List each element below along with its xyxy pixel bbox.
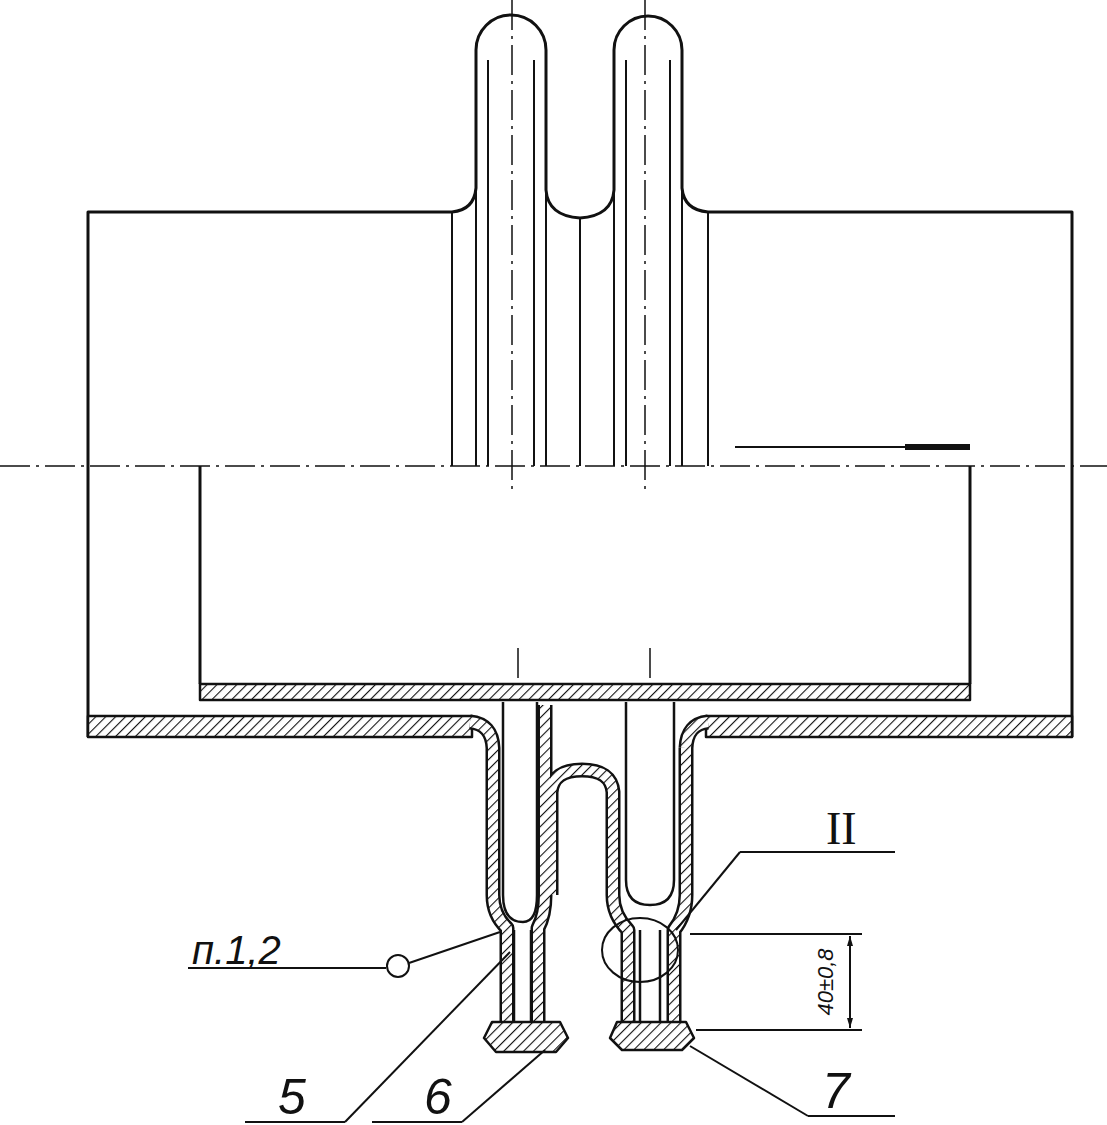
note-reference: п.1,2 [192,930,281,970]
callout-number: 6 [424,1072,452,1122]
callout-number: 5 [278,1072,306,1122]
dimension-text: 40±0,8 [815,948,837,1015]
callout-number: 7 [822,1066,850,1116]
view-mark: II [826,806,857,852]
